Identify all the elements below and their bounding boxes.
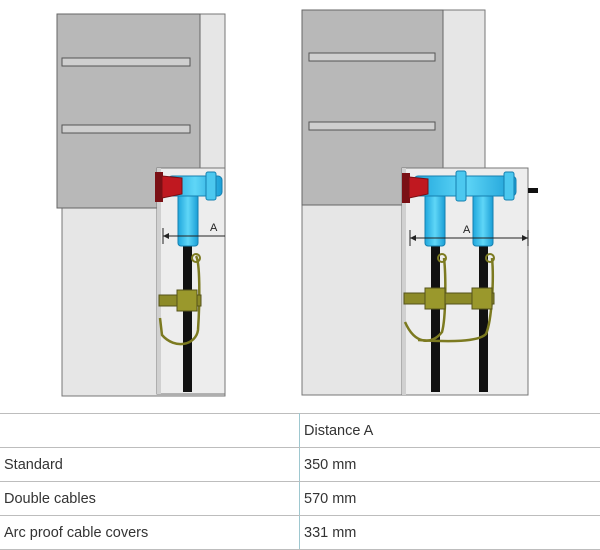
power-cable — [431, 246, 440, 392]
config-cell: Standard — [0, 448, 300, 482]
distance-table: Distance A Standard 350 mm Double cables… — [0, 413, 600, 550]
table-row: Arc proof cable covers 331 mm — [0, 516, 600, 550]
distance-cell: 570 mm — [300, 482, 600, 516]
config-cell: Double cables — [0, 482, 300, 516]
table-header-cell — [0, 414, 300, 448]
config-cell: Arc proof cable covers — [0, 516, 300, 550]
switchgear-cable-diagram: A — [0, 0, 600, 400]
dimension-label: A — [210, 222, 218, 234]
table-row: Double cables 570 mm — [0, 482, 600, 516]
dimension-label: A — [463, 224, 471, 236]
left-switchgear-panel: A — [57, 14, 225, 396]
distance-cell: 350 mm — [300, 448, 600, 482]
table-header-row: Distance A — [0, 414, 600, 448]
vent-slot — [309, 53, 435, 61]
table-header-cell: Distance A — [300, 414, 600, 448]
distance-cell: 331 mm — [300, 516, 600, 550]
table-row: Standard 350 mm — [0, 448, 600, 482]
vent-slot — [309, 122, 435, 130]
right-switchgear-panel: A — [302, 10, 538, 395]
power-cable — [479, 246, 488, 392]
vent-slot — [62, 125, 190, 133]
vent-slot — [62, 58, 190, 66]
power-cable — [183, 246, 192, 392]
